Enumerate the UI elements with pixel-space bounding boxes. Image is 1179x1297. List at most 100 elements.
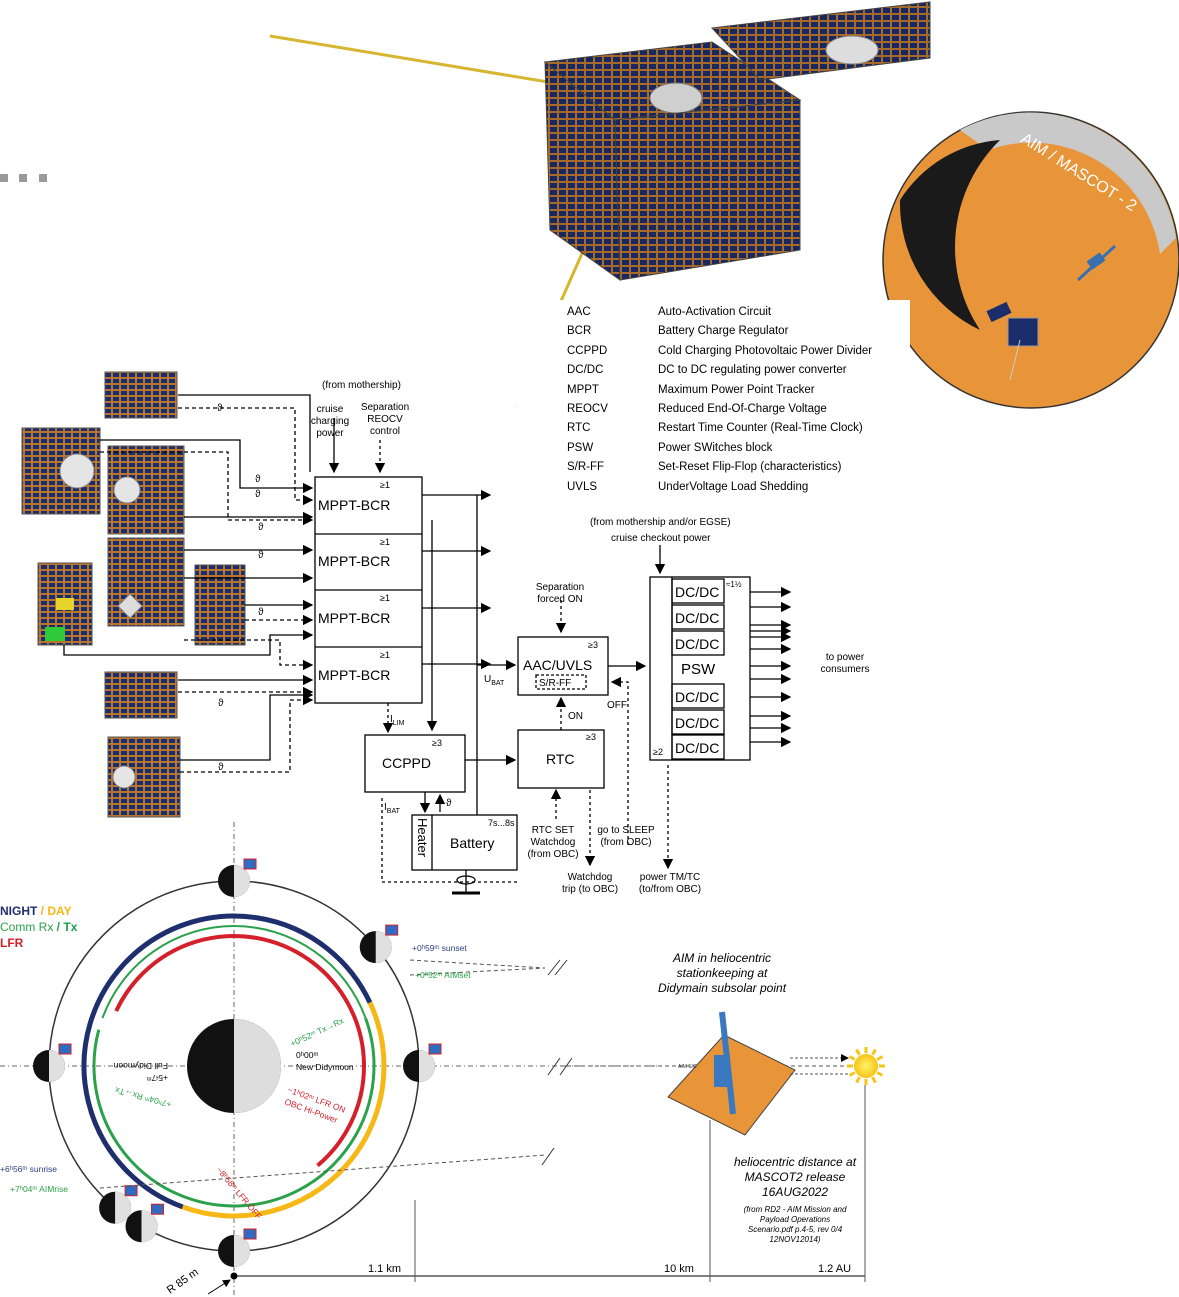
cruise-checkout-label: cruise checkout power (611, 533, 711, 544)
separation-forced-2: forced ON (537, 594, 583, 605)
theta-7: ϑ (218, 698, 224, 709)
to-power-consumers-2: consumers (821, 664, 870, 675)
abbreviation-definition: Reduced End-Of-Charge Voltage (658, 403, 827, 415)
theta-6: ϑ (258, 607, 264, 618)
aac-sub-label: S/R-FF (539, 678, 571, 689)
aac-label: AAC/UVLS (523, 657, 592, 673)
dcdc-3: DC/DC (675, 636, 719, 652)
rx-tx-label: +7ʰ04ᵐ Rx→Tx (113, 1085, 172, 1110)
new-didymoon-time: 0ʰ00ᵐ (296, 1050, 318, 1060)
u-bat-label: UBAT (484, 674, 505, 687)
separation-line-3: control (370, 426, 400, 437)
aimrise-label: +7ʰ04ᵐ AIMrise (10, 1184, 68, 1194)
theta-8: ϑ (218, 762, 224, 773)
didymoon-marker (33, 1044, 71, 1082)
didymoon-marker (126, 1204, 164, 1242)
abbreviation-term: PSW (567, 442, 593, 454)
theta-3: ϑ (255, 489, 261, 500)
cruise-line-2: charging (311, 416, 349, 427)
didymoon-marker (360, 925, 398, 963)
watchdog-trip-2: trip (to OBC) (562, 884, 618, 895)
abbreviation-definition: Cold Charging Photovoltaic Power Divider (658, 345, 872, 357)
helio-caption-1: heliocentric distance at (734, 1155, 857, 1169)
abbreviation-term: RTC (567, 422, 590, 434)
abbreviation-definition: Power SWitches block (658, 442, 772, 454)
psw-top-redundancy: ≈1½ (726, 580, 742, 589)
to-power-consumers-1: to power (826, 652, 865, 663)
new-didymoon-label: New Didymoon (296, 1062, 354, 1072)
mppt-4-redundancy: ≥1 (380, 650, 390, 660)
abbreviation-definition: Maximum Power Point Tracker (658, 384, 815, 396)
cruise-line-1: cruise (317, 404, 344, 415)
abbreviation-definition: DC to DC regulating power converter (658, 364, 847, 376)
helio-caption-3: 16AUG2022 (762, 1185, 828, 1199)
on-label: ON (568, 711, 583, 722)
aim-caption-3: Didymain subsolar point (658, 981, 787, 995)
orbit-labels: NIGHT / DAY Comm Rx / Tx LFR (0, 904, 78, 950)
abbreviation-term: AAC (567, 306, 591, 318)
power-tmtc-2: (to/from OBC) (639, 884, 701, 895)
dcdc-4: DC/DC (675, 689, 719, 705)
aim-small-label: AIM S/C (678, 1064, 697, 1070)
aac-redundancy: ≥3 (588, 640, 598, 650)
mppt-1-redundancy: ≥1 (380, 480, 390, 490)
sun-icon (790, 1047, 885, 1085)
battery-label: Battery (450, 835, 494, 851)
mppt-3-label: MPPT-BCR (318, 610, 390, 626)
i-lim-label: ILIM (390, 714, 405, 727)
legend-night-day: NIGHT / DAY (0, 904, 72, 918)
ccppd-label: CCPPD (382, 755, 431, 771)
theta-4: ϑ (258, 522, 264, 533)
heater-label: Heater (415, 818, 430, 858)
aim-caption-1: AIM in heliocentric (672, 951, 771, 965)
separation-line-2: REOCV (367, 414, 403, 425)
helio-source-4: 12NOV12014) (769, 1235, 820, 1244)
full-didymoon-label: Full Didymoon (113, 1061, 168, 1071)
didymoon-marker (218, 859, 256, 897)
cruise-line-3: power (316, 428, 344, 439)
dist-2-label: 10 km (664, 1263, 694, 1275)
ccppd-redundancy: ≥3 (432, 738, 442, 748)
dist-1-label: 1.1 km (368, 1263, 401, 1275)
from-mothership-label: (from mothership) (322, 380, 401, 391)
full-didymoon-time: +5ʵ7ᵐ (147, 1073, 168, 1083)
abbreviation-term: BCR (567, 325, 591, 337)
dcdc-5: DC/DC (675, 715, 719, 731)
legend-comm: Comm Rx / Tx (0, 920, 78, 934)
radius-label: R 85 m (165, 1266, 201, 1296)
i-bat-label: IBAT (384, 802, 401, 815)
lfr-off-label: ~8ʰ58ᵐ LFR OFF (214, 1165, 263, 1221)
rtc-label: RTC (546, 751, 575, 767)
scale-break-marks (542, 960, 572, 1165)
battery-config: 7s...8s (488, 818, 515, 828)
abbreviation-term: S/R-FF (567, 461, 604, 473)
separation-line-1: Separation (361, 402, 409, 413)
helio-source-2: Payload Operations (760, 1215, 830, 1224)
tx-rx-label: +0ʰ52ᵐ Tx→Rx (289, 1015, 346, 1049)
mppt-3-redundancy: ≥1 (380, 593, 390, 603)
theta-2: ϑ (255, 474, 261, 485)
abbreviation-definition: UnderVoltage Load Shedding (658, 481, 808, 493)
didymoon-marker (218, 1229, 256, 1267)
mppt-2-redundancy: ≥1 (380, 537, 390, 547)
helio-caption: heliocentric distance at MASCOT2 release… (734, 1155, 857, 1244)
abbreviation-term: REOCV (567, 403, 608, 415)
mppt-1-label: MPPT-BCR (318, 497, 390, 513)
mission-badge: AIM / MASCOT - 2 (883, 112, 1179, 408)
power-tmtc-1: power TM/TC (640, 872, 700, 883)
mothership-egse-label: (from mothership and/or EGSE) (590, 517, 731, 528)
aim-caption-2: stationkeeping at (677, 966, 768, 980)
abbreviation-definition: Battery Charge Regulator (658, 325, 788, 337)
abbreviation-definition: Set-Reset Flip-Flop (characteristics) (658, 461, 841, 473)
psw-label: PSW (681, 661, 716, 678)
dcdc-1: DC/DC (675, 584, 719, 600)
dist-3-label: 1.2 AU (818, 1263, 851, 1275)
distance-labels: 1.1 km 10 km 1.2 AU (368, 1263, 851, 1275)
go-sleep-1: go to SLEEP (597, 825, 655, 836)
ellipsis-marker (0, 174, 47, 182)
mppt-4-label: MPPT-BCR (318, 667, 390, 683)
aimset-label: +0ʰ52ᵐ AIMset (415, 970, 471, 980)
dcdc-6: DC/DC (675, 740, 719, 756)
abbreviation-term: UVLS (567, 481, 597, 493)
